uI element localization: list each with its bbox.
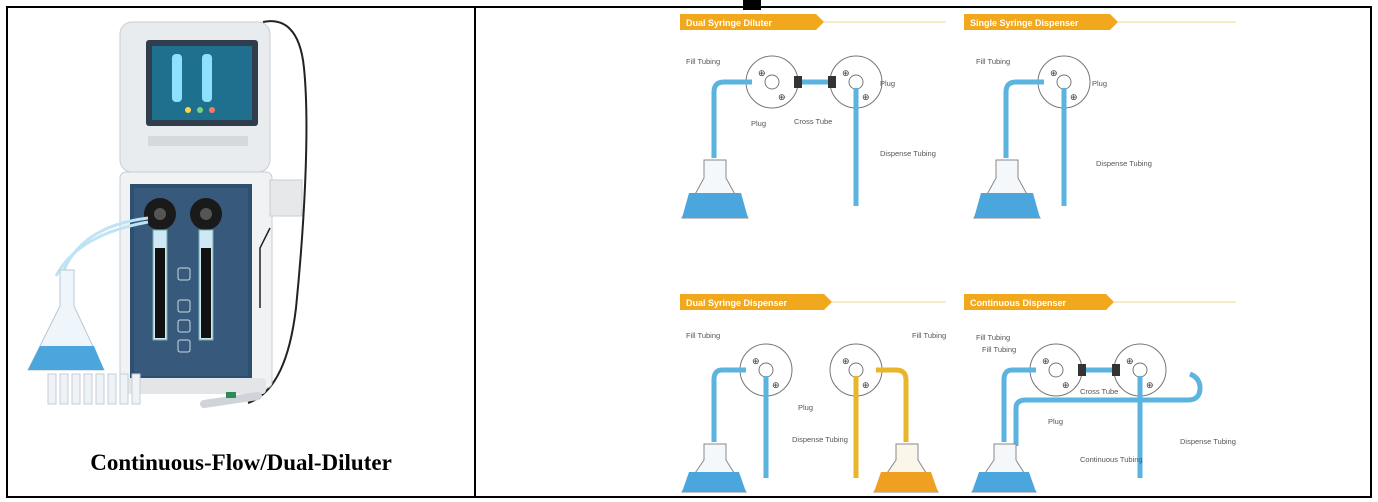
svg-text:⊕: ⊕: [1042, 356, 1050, 366]
svg-text:⊕: ⊕: [862, 380, 870, 390]
table-frame: [6, 6, 1372, 498]
dispenser-device-image: [27, 20, 308, 408]
diagram-label: Continuous Tubing: [1080, 455, 1143, 464]
diagram-title: Continuous Dispenser: [970, 298, 1067, 308]
diagram-label: Dispense Tubing: [880, 149, 936, 158]
svg-text:⊕: ⊕: [752, 356, 760, 366]
diagram-continuous-dispenser: Continuous Dispenser Fill Tubing Fill Tu…: [964, 294, 1236, 493]
svg-text:⊕: ⊕: [842, 356, 850, 366]
diagram-label: Fill Tubing: [686, 331, 720, 340]
svg-text:⊕: ⊕: [778, 92, 786, 102]
column-divider: [474, 6, 476, 498]
top-marker: [743, 0, 761, 10]
svg-text:⊕: ⊕: [1126, 356, 1134, 366]
diagram-dual-syringe-dispenser: Dual Syringe Dispenser Fill Tubing Fill …: [680, 294, 946, 493]
svg-text:⊕: ⊕: [1050, 68, 1058, 78]
diagrams-cell: Dual Syringe Diluter Fill Tubing Plug Pl…: [476, 8, 1370, 496]
diagram-label: Plug: [751, 119, 766, 128]
diagram-label: Fill Tubing: [912, 331, 946, 340]
diagram-single-syringe-dispenser: Single Syringe Dispenser Fill Tubing Plu…: [964, 14, 1236, 219]
svg-text:⊕: ⊕: [1062, 380, 1070, 390]
svg-text:⊕: ⊕: [842, 68, 850, 78]
configuration-diagrams: Dual Syringe Diluter Fill Tubing Plug Pl…: [680, 14, 1236, 493]
diagram-label: Fill Tubing: [976, 57, 1010, 66]
diagram-label: Fill Tubing: [686, 57, 720, 66]
diagram-label: Cross Tube: [1080, 387, 1118, 396]
product-cell: Continuous-Flow/Dual-Diluter: [8, 8, 474, 496]
diagram-label: Plug: [1048, 417, 1063, 426]
svg-text:⊕: ⊕: [1146, 380, 1154, 390]
diagram-dual-syringe-diluter: Dual Syringe Diluter Fill Tubing Plug Pl…: [680, 14, 946, 219]
diagram-label: Dispense Tubing: [1180, 437, 1236, 446]
diagram-title: Dual Syringe Dispenser: [686, 298, 788, 308]
diagram-label: Fill Tubing: [982, 345, 1016, 354]
diagram-title: Dual Syringe Diluter: [686, 18, 773, 28]
diagram-label: Dispense Tubing: [1096, 159, 1152, 168]
diagram-label: Plug: [880, 79, 895, 88]
diagram-label: Plug: [798, 403, 813, 412]
product-caption: Continuous-Flow/Dual-Diluter: [90, 450, 392, 475]
diagram-label: Fill Tubing: [976, 333, 1010, 342]
diagram-title: Single Syringe Dispenser: [970, 18, 1079, 28]
diagram-label: Plug: [1092, 79, 1107, 88]
svg-text:⊕: ⊕: [862, 92, 870, 102]
svg-text:⊕: ⊕: [772, 380, 780, 390]
svg-text:⊕: ⊕: [758, 68, 766, 78]
diagram-label: Cross Tube: [794, 117, 832, 126]
diagram-label: Dispense Tubing: [792, 435, 848, 444]
svg-text:⊕: ⊕: [1070, 92, 1078, 102]
